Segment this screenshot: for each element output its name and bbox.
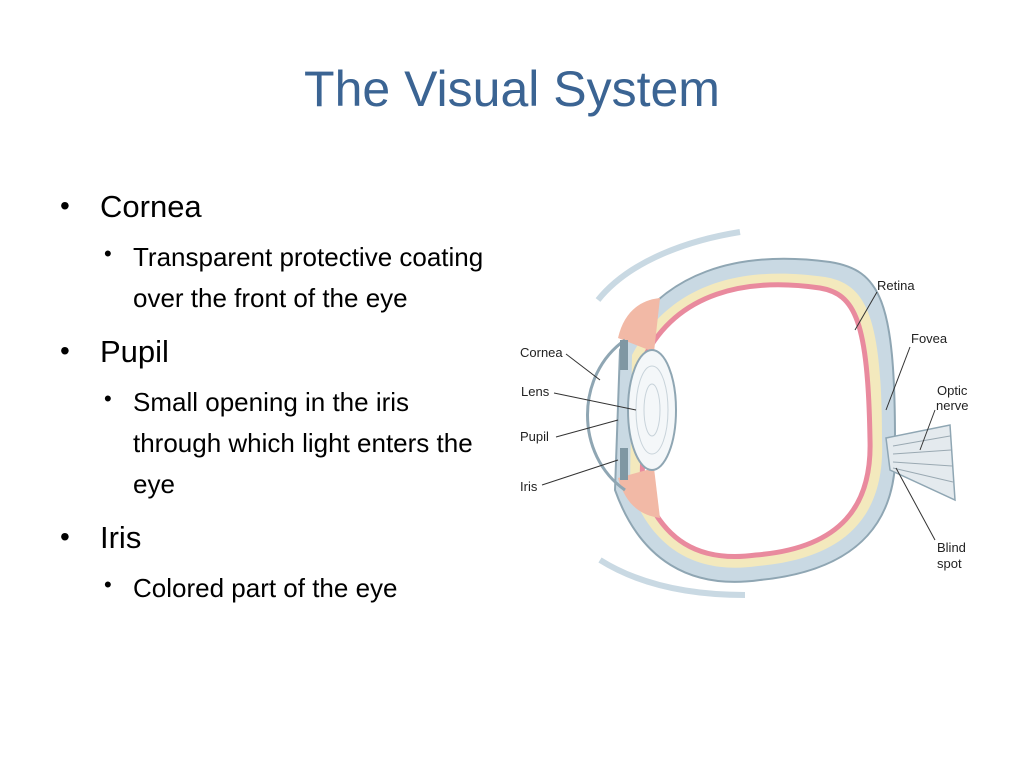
iris-leader bbox=[541, 459, 619, 486]
iris-lower bbox=[620, 448, 628, 480]
sub-bullet-list: Colored part of the eye bbox=[100, 568, 496, 609]
nerve-fiber bbox=[892, 449, 952, 455]
blind-spot-leader bbox=[895, 467, 936, 541]
bullet-list: Cornea Transparent protective coating ov… bbox=[56, 188, 496, 623]
bullet-cornea: Cornea Transparent protective coating ov… bbox=[56, 188, 496, 319]
lens-leader bbox=[553, 392, 637, 411]
bullet-detail: Small opening in the iris through which … bbox=[100, 382, 496, 505]
bullet-heading: Cornea bbox=[100, 189, 202, 224]
muscle-upper bbox=[595, 229, 741, 302]
nerve-fiber bbox=[892, 435, 951, 447]
label-lens: Lens bbox=[521, 384, 550, 399]
bullet-pupil: Pupil Small opening in the iris through … bbox=[56, 333, 496, 505]
nerve-fiber bbox=[892, 461, 953, 467]
eye-diagram: Cornea Lens Pupil Iris Retina Fovea Opti… bbox=[520, 229, 969, 598]
bullet-iris: Iris Colored part of the eye bbox=[56, 519, 496, 609]
iris-upper bbox=[620, 340, 628, 370]
label-optic-nerve-2: nerve bbox=[936, 398, 969, 413]
lens-ring bbox=[643, 383, 661, 437]
ciliary-body-upper bbox=[618, 298, 660, 352]
label-retina: Retina bbox=[877, 278, 915, 293]
label-fovea: Fovea bbox=[911, 331, 948, 346]
sub-bullet-list: Transparent protective coating over the … bbox=[100, 237, 496, 319]
nerve-fiber bbox=[892, 467, 954, 483]
bullet-heading: Pupil bbox=[100, 333, 169, 369]
ciliary-body-lower bbox=[618, 468, 660, 518]
pupil-leader bbox=[555, 419, 619, 438]
label-blind-spot-1: Blind bbox=[937, 540, 966, 555]
label-iris: Iris bbox=[520, 479, 538, 494]
label-pupil: Pupil bbox=[520, 429, 549, 444]
cornea-shape bbox=[586, 338, 626, 492]
muscle-lower bbox=[598, 557, 746, 598]
retina-leader bbox=[854, 291, 878, 331]
slide-title: The Visual System bbox=[304, 61, 720, 117]
label-cornea: Cornea bbox=[520, 345, 563, 360]
bullet-detail: Transparent protective coating over the … bbox=[100, 237, 496, 319]
vitreous bbox=[647, 289, 865, 551]
optic-nerve-leader bbox=[919, 409, 936, 451]
label-blind-spot-2: spot bbox=[937, 556, 962, 571]
label-optic-nerve-1: Optic bbox=[937, 383, 968, 398]
sub-bullet-list: Small opening in the iris through which … bbox=[100, 382, 496, 505]
fovea-leader bbox=[885, 346, 911, 411]
cornea-leader bbox=[565, 353, 601, 381]
bullet-detail: Colored part of the eye bbox=[100, 568, 496, 609]
bullet-heading: Iris bbox=[100, 519, 142, 555]
